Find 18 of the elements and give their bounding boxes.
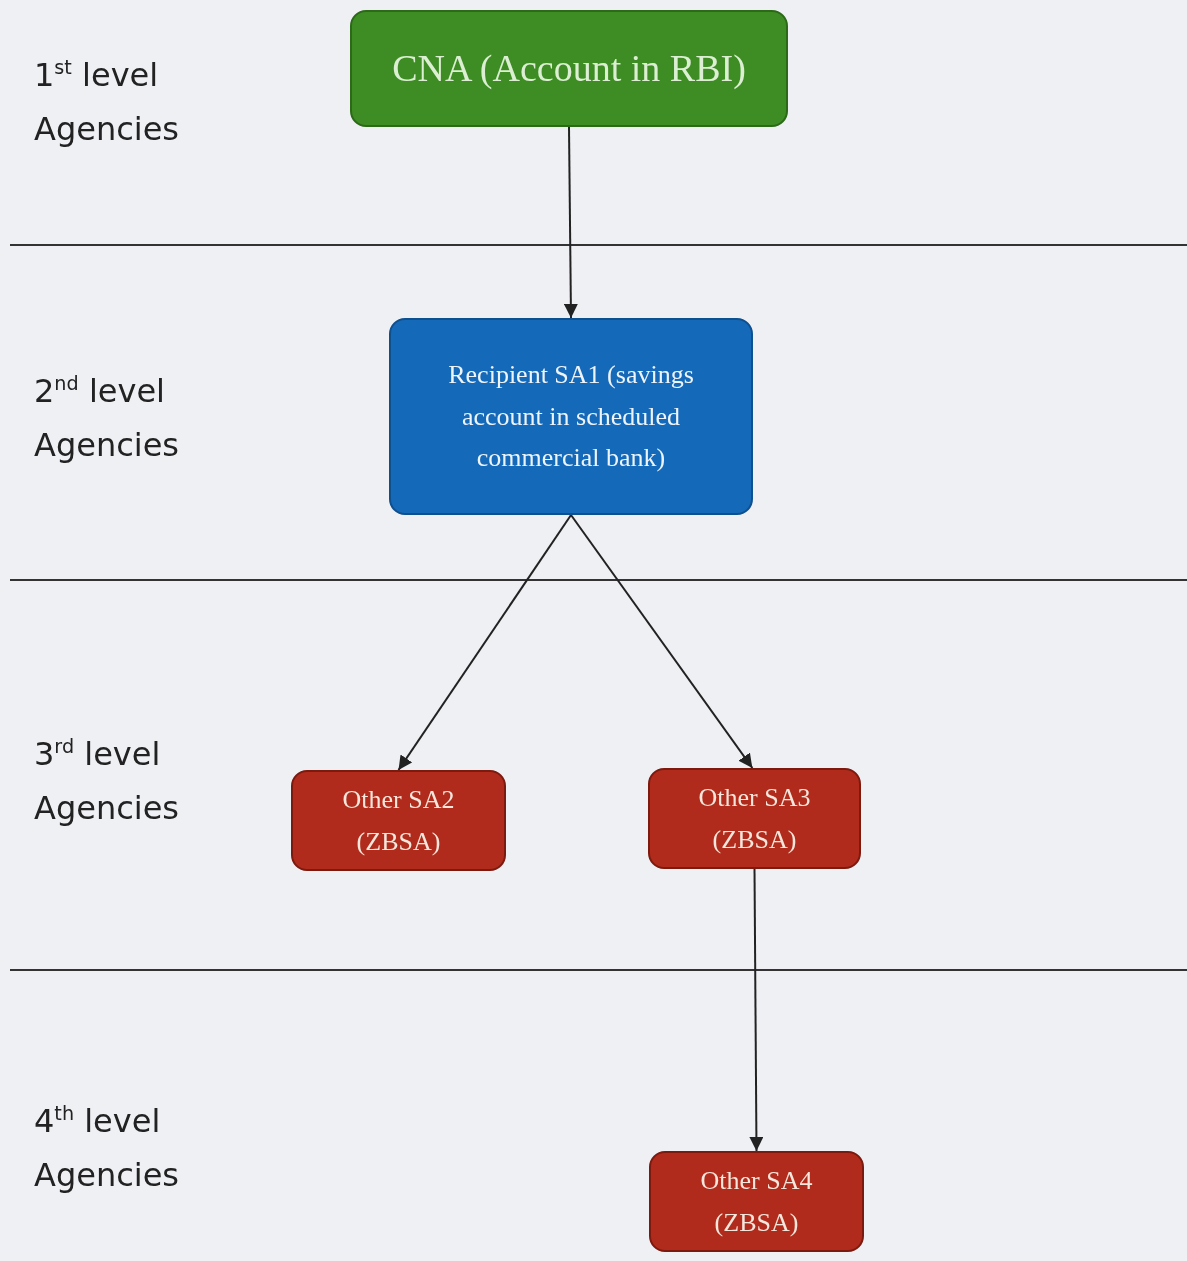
- account-label: CNA (Account in RBI): [392, 46, 746, 92]
- level-label: 3$^{rd}$ level Agencies: [34, 734, 180, 829]
- account-box: [649, 1151, 864, 1252]
- arrow: [570, 514, 754, 769]
- account-label: Other SA3 (ZBSA): [697, 781, 812, 856]
- account-box: [350, 10, 788, 127]
- account-label: Other SA4 (ZBSA): [699, 1164, 814, 1239]
- account-box: [648, 768, 861, 869]
- account-label: Other SA2 (ZBSA): [341, 783, 456, 858]
- arrow: [563, 126, 578, 319]
- arrow: [397, 514, 572, 771]
- account-label: Recipient SA1 (savings account in scheduled commercial bank): [447, 359, 695, 475]
- level-label: 4$^{th}$ level Agencies: [34, 1101, 180, 1196]
- arrow: [749, 868, 764, 1152]
- account-box: [291, 770, 506, 871]
- account-box: [389, 318, 753, 515]
- level-label: 2$^{nd}$ level Agencies: [34, 371, 180, 466]
- level-label: 1$^{st}$ level Agencies: [34, 55, 180, 150]
